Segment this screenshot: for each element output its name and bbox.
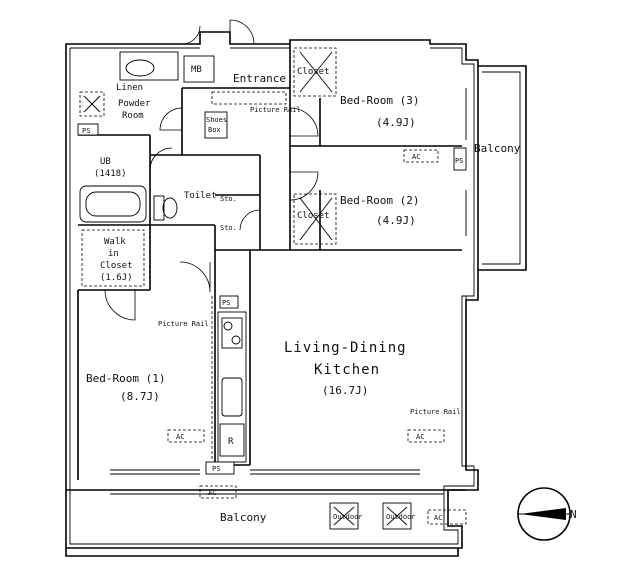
door-swing-icon [181, 25, 201, 45]
entrance: Entrance Shoes Box Picture Rail [204, 72, 301, 139]
shoes-box-label-2: Box [208, 126, 221, 134]
air-conditioner-icon: AC [427, 509, 467, 525]
mb-label: MB [191, 65, 202, 75]
picture-rail-label-3: Picture Rail [410, 408, 461, 416]
bedroom-1: Picture Rail Bed-Room (1) (8.7J) AC [86, 296, 213, 460]
compass-north-label: N [570, 508, 577, 521]
balcony-right-label: Balcony [474, 142, 521, 155]
bedroom-2: Closet Bed-Room (2) (4.9J) [293, 190, 467, 245]
storage-label-2: Sto. [220, 224, 237, 232]
refrigerator-label: R [228, 437, 234, 447]
closet-top-label: Closet [297, 67, 330, 77]
balcony-bottom: Balcony Outdoor Outdoor AC [65, 489, 467, 557]
bathtub-icon [85, 191, 141, 217]
ps-label-1: PS [82, 127, 90, 135]
storage-label-1: Sto. [220, 195, 237, 203]
outdoor-unit-icon: Outdoor [329, 502, 363, 530]
powder-room: MB Linen Powder Room PS [77, 51, 215, 136]
bedroom-2-size: (4.9J) [376, 214, 416, 227]
bedroom-1-size: (8.7J) [120, 390, 160, 403]
ub-label: UB [100, 157, 111, 167]
bedroom-3: Closet Bed-Room (3) (4.9J) AC PS [293, 47, 467, 171]
bedroom-3-name: Bed-Room (3) [340, 94, 419, 107]
door-swing-icon [239, 209, 261, 231]
washbasin-icon [125, 59, 155, 77]
ps-bottom: PS AC [199, 465, 237, 499]
ps-label-3: PS [222, 299, 230, 307]
shoes-box-label-1: Shoes [206, 116, 227, 124]
air-conditioner-icon: AC [403, 149, 439, 163]
entrance-label: Entrance [233, 72, 286, 85]
interior-walls [77, 44, 462, 480]
svg-text:AC: AC [434, 514, 442, 522]
sink-icon [221, 377, 243, 417]
door-swing-icon [159, 107, 183, 131]
ldk-name-2: Kitchen [314, 362, 380, 378]
closet-mid-label: Closet [297, 211, 330, 221]
air-conditioner-icon: AC [167, 429, 205, 443]
door-swing-icon [149, 147, 173, 171]
bedroom-2-name: Bed-Room (2) [340, 194, 419, 207]
bedroom-3-size: (4.9J) [376, 116, 416, 129]
walkin-label-1: Walk [104, 237, 126, 247]
air-conditioner-icon: AC [199, 485, 237, 499]
ldk-size: (16.7J) [322, 384, 368, 397]
balcony-right: Balcony [474, 65, 527, 271]
kitchen-counter: PS R [205, 295, 247, 475]
svg-text:Outdoor: Outdoor [333, 513, 363, 521]
air-conditioner-icon: AC [407, 429, 445, 443]
door-swing-icon [229, 19, 255, 45]
walk-in-closet: Walk in Closet (1.6J) [81, 229, 145, 287]
toilet-label: Toilet [184, 191, 217, 201]
ps-label-2: PS [455, 157, 463, 165]
toilet-icon [162, 197, 178, 219]
living-dining-kitchen: Living-Dining Kitchen (16.7J) Picture Ra… [284, 296, 467, 466]
linen-label: Linen [116, 83, 143, 93]
powder-room-label-1: Powder [118, 99, 151, 109]
ub-size: (1418) [94, 169, 127, 179]
ldk-name-1: Living-Dining [284, 340, 407, 356]
door-swing-icon [289, 171, 319, 201]
walkin-label-2: in [108, 249, 119, 259]
svg-text:AC: AC [412, 153, 420, 161]
svg-text:AC: AC [416, 433, 424, 441]
picture-rail-label-1: Picture Rail [250, 106, 301, 114]
outdoor-unit-icon: Outdoor [382, 502, 416, 530]
door-swing-icon [289, 107, 319, 137]
door-swing-icon [104, 289, 136, 321]
powder-room-label-2: Room [122, 111, 144, 121]
svg-text:Outdoor: Outdoor [386, 513, 416, 521]
walkin-label-3: Closet [100, 261, 133, 271]
door-swing-icon [179, 261, 211, 293]
svg-text:AC: AC [176, 433, 184, 441]
walkin-size: (1.6J) [100, 273, 133, 283]
picture-rail-label-2: Picture Rail [158, 320, 209, 328]
balcony-bottom-label: Balcony [220, 511, 267, 524]
doors [104, 19, 319, 321]
bath-room: UB (1418) [79, 157, 147, 223]
svg-text:PS: PS [212, 465, 220, 473]
toilet-room: Toilet Sto. Sto. [153, 191, 237, 232]
stove-icon [221, 317, 243, 349]
svg-text:AC: AC [208, 489, 216, 497]
compass-icon: N [517, 487, 577, 541]
bedroom-1-name: Bed-Room (1) [86, 372, 165, 385]
